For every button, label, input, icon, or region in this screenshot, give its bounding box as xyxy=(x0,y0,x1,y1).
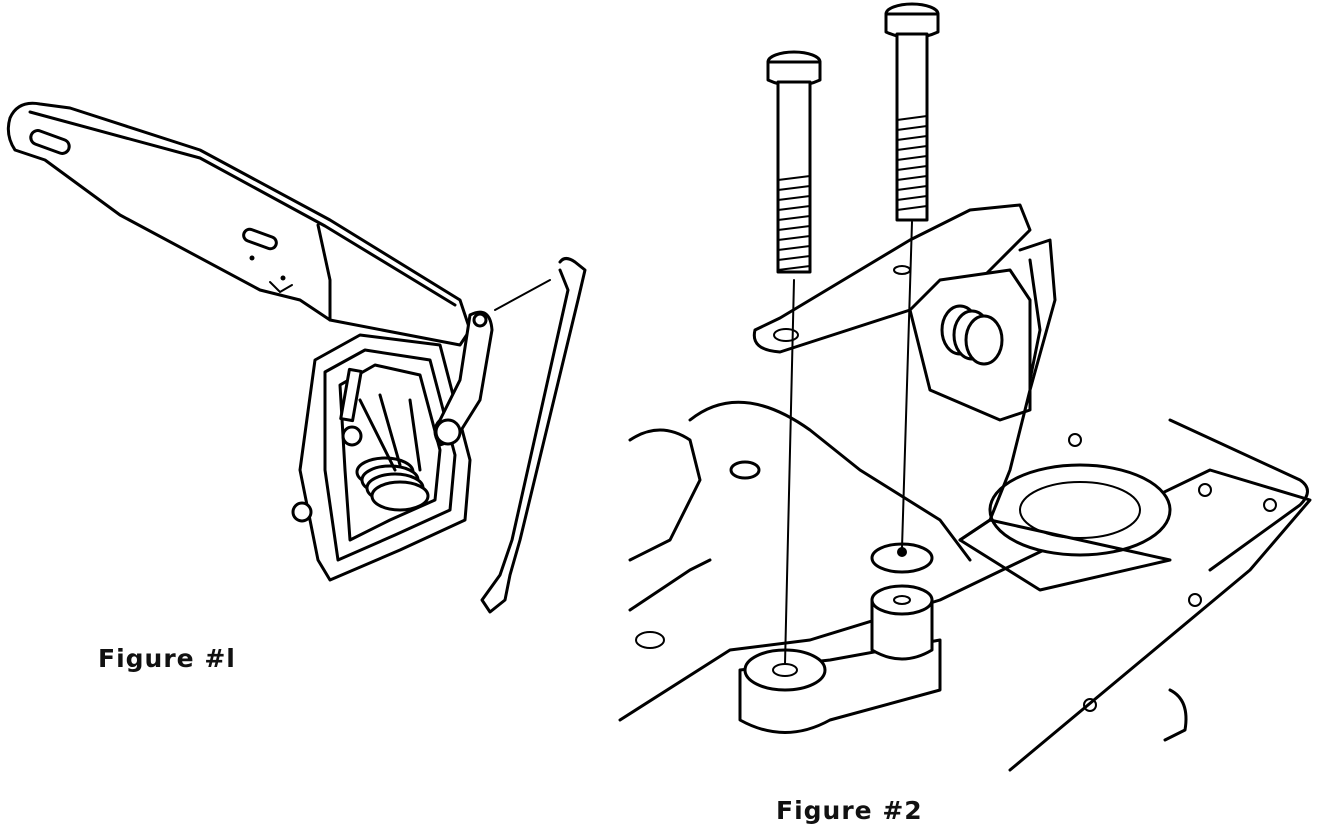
pivot-lever xyxy=(433,310,494,447)
bracket xyxy=(752,203,1032,354)
figure-1-caption: Figure #l xyxy=(98,644,236,673)
boss-right xyxy=(870,542,934,661)
figure-1-drawing xyxy=(6,101,587,614)
arm-slots xyxy=(29,129,278,251)
figure-2-drawing xyxy=(618,2,1312,772)
link-rod xyxy=(480,257,587,614)
figure-2: Figure #2 xyxy=(610,0,1328,825)
small-parts xyxy=(249,255,363,523)
figure-2-caption: Figure #2 xyxy=(776,796,923,825)
figure-1: Figure #l xyxy=(0,0,620,700)
alignment-lines xyxy=(784,221,913,665)
housing-base xyxy=(618,400,1312,772)
bolt-left xyxy=(766,50,822,274)
boss-left xyxy=(738,638,942,734)
misc-parts xyxy=(628,460,1188,742)
spring-assembly xyxy=(908,238,1057,542)
bolt-right xyxy=(884,2,940,222)
coil-spring xyxy=(355,393,430,512)
bracket-arm xyxy=(6,101,472,347)
